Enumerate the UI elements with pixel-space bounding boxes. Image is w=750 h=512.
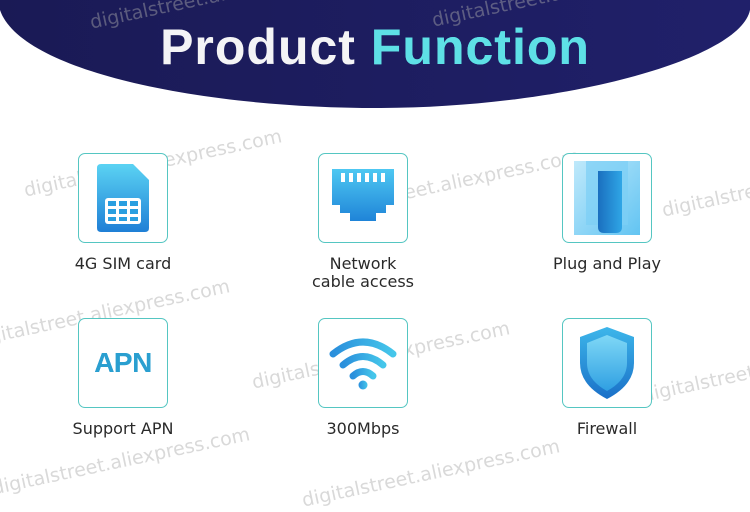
page-title: Product Function (0, 18, 750, 76)
shield-icon (580, 327, 634, 399)
feature-card-sim (78, 153, 168, 243)
feature-card-network (318, 153, 408, 243)
feature-card-apn: APN (78, 318, 168, 408)
feature-label-network-line2: cable access (311, 272, 415, 291)
apn-icon: APN (94, 347, 152, 378)
feature-label-plug: Plug and Play (552, 254, 662, 273)
feature-label-sim: 4G SIM card (74, 254, 172, 273)
feature-label-firewall: Firewall (576, 419, 638, 438)
feature-label-network: Network cable access (263, 255, 463, 291)
ethernet-port-icon (332, 169, 394, 221)
title-word-product: Product (160, 19, 356, 75)
sim-card-icon (97, 164, 149, 232)
feature-label-speed: 300Mbps (326, 419, 400, 438)
feature-card-firewall (562, 318, 652, 408)
feature-label-apn: Support APN (72, 419, 174, 438)
feature-card-speed (318, 318, 408, 408)
usb-dongle-icon (574, 161, 640, 235)
wifi-icon (329, 338, 397, 390)
title-word-function: Function (370, 19, 590, 75)
header-banner (0, 0, 750, 108)
feature-label-network-line1: Network (329, 254, 397, 273)
feature-card-plug (562, 153, 652, 243)
